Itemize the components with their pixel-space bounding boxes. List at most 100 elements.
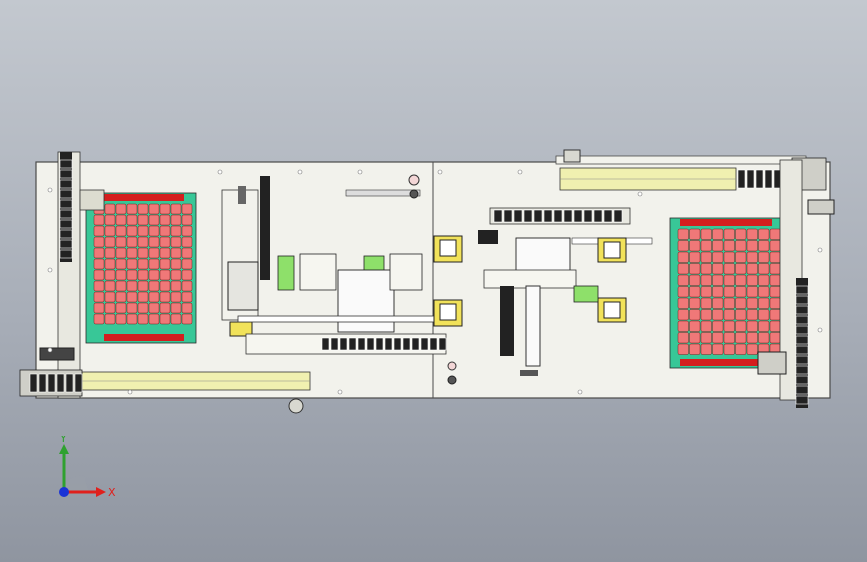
tray-pocket [170,258,182,270]
tray-pocket [104,203,116,215]
tray-pocket [712,332,724,344]
tray-pocket [677,332,689,344]
tray-pocket [137,280,149,292]
tray-pocket [723,228,735,240]
chain-link [583,209,593,223]
left-center-module[interactable] [221,174,447,355]
tray-pocket [126,214,138,226]
tray-pocket [758,309,770,321]
tray-pocket [758,228,770,240]
tray-pocket [769,228,781,240]
tray-pocket [159,236,171,248]
tray-pocket [126,302,138,314]
chain-link [38,373,47,393]
tray-pocket [170,313,182,325]
tray-pocket [159,258,171,270]
tray-pocket [126,280,138,292]
right-vertical-gantry[interactable] [757,159,835,408]
tray-pocket [700,343,712,355]
right-center-module[interactable] [433,207,653,385]
tray-pocket [115,236,127,248]
left-tray[interactable] [85,192,197,344]
tray-pocket [148,280,160,292]
tray-pocket [769,297,781,309]
chain-link [420,337,429,351]
tray-pocket [181,269,193,281]
chain-link [795,365,809,375]
tray-pocket [723,274,735,286]
chain-link [795,355,809,365]
chain-link [573,209,583,223]
tray-pocket [769,309,781,321]
chain-link [366,337,375,351]
chain-link [795,385,809,395]
chain-link [737,169,746,189]
tray-pocket [746,251,758,263]
tray-pocket [689,332,701,344]
tray-pocket [746,263,758,275]
tray-pocket [126,269,138,281]
tray-pocket [170,280,182,292]
tray-pocket [170,247,182,259]
chain-link [59,249,73,259]
tray-pocket [93,313,105,325]
chain-link [56,373,65,393]
chain-link [321,337,330,351]
right-center-chain [493,209,623,223]
plate-holes [47,169,823,395]
tray-pocket [723,320,735,332]
tray-pocket [689,343,701,355]
tray-pocket [115,302,127,314]
tray-pocket [126,236,138,248]
tray-pocket [159,269,171,281]
tray-pocket [181,236,193,248]
tray-pocket [137,269,149,281]
chain-link [59,189,73,199]
axis-triad[interactable]: Y X [40,436,120,516]
tray-pocket [159,203,171,215]
tray-pocket [181,203,193,215]
tray-pocket [148,236,160,248]
chain-link [357,337,366,351]
tray-pocket [746,274,758,286]
chain-link [59,239,73,249]
tray-pocket [723,309,735,321]
tray-pocket [104,214,116,226]
tray-pocket [115,280,127,292]
tray-pocket [170,302,182,314]
chain-link [513,209,523,223]
tray-pocket [93,291,105,303]
chain-link [29,373,38,393]
tray-pocket [700,286,712,298]
chain-link [795,375,809,385]
tray-pocket [769,286,781,298]
tray-pocket [93,214,105,226]
chain-link [764,169,773,189]
tray-pocket [104,247,116,259]
tray-pocket [93,258,105,270]
right-tray[interactable] [669,217,783,369]
tray-pocket [104,280,116,292]
tray-pocket [758,297,770,309]
chain-link [429,337,438,351]
tray-pocket [137,247,149,259]
tray-pocket [746,228,758,240]
top-right-rail[interactable] [559,149,827,191]
tray-pocket [104,302,116,314]
tray-pocket [137,302,149,314]
bottom-left-rail[interactable] [19,369,311,414]
chain-link [384,337,393,351]
tray-pocket [159,302,171,314]
tray-pocket [115,225,127,237]
tray-pocket [700,274,712,286]
tray-pocket [769,251,781,263]
tray-pocket [735,274,747,286]
chain-link [330,337,339,351]
tray-pocket [735,263,747,275]
tray-pocket [746,240,758,252]
tray-pocket [758,274,770,286]
tray-pocket [181,247,193,259]
tray-pocket [735,320,747,332]
